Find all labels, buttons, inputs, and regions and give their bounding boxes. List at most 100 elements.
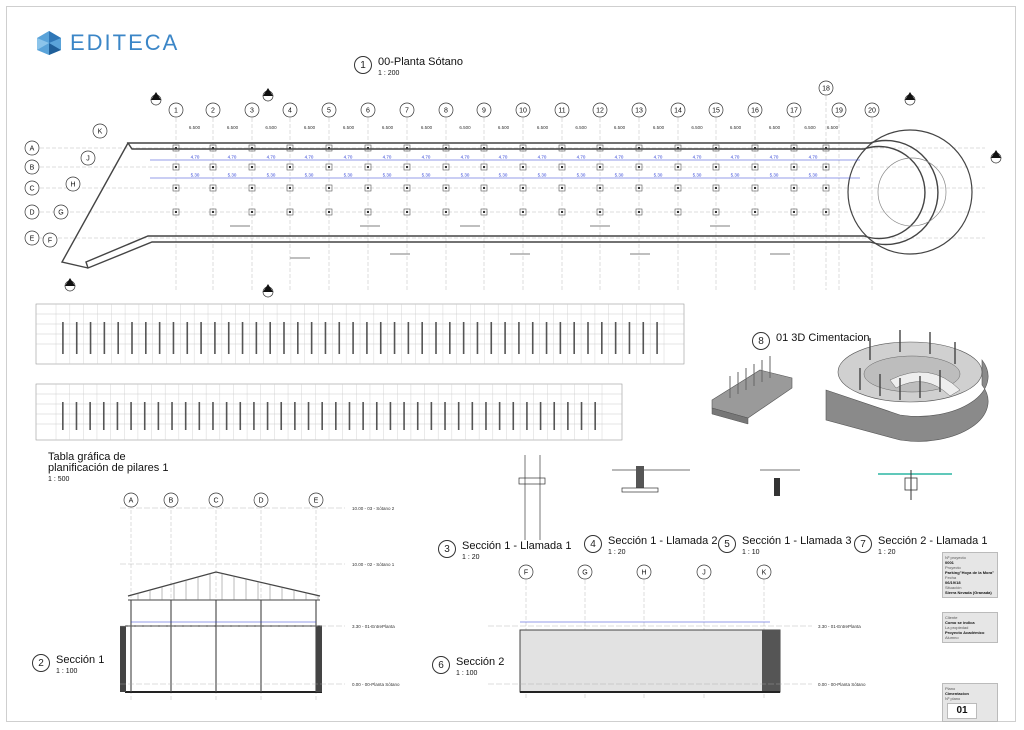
- floor-plan: 16.50026.50036.50046.50056.50066.50076.5…: [24, 80, 1002, 298]
- column: [328, 147, 330, 149]
- footing: [635, 184, 643, 192]
- basement-wall-diagonal: [60, 142, 129, 269]
- schedule-pillar: [324, 322, 327, 354]
- dimension-label: 4.70: [577, 155, 586, 160]
- grid-label: A: [30, 146, 35, 153]
- view-number: 7: [854, 535, 872, 553]
- column: [561, 211, 563, 213]
- column: [367, 166, 369, 168]
- column: [251, 166, 253, 168]
- schedule-pillar: [362, 402, 364, 430]
- dimension-label: 5.30: [770, 173, 779, 178]
- footing: [822, 144, 830, 152]
- dimension-label: 5.30: [809, 173, 818, 178]
- footing: [364, 184, 372, 192]
- footing: [209, 184, 217, 192]
- schedule-pillar: [255, 322, 258, 354]
- title-block-client: Cliente Como se indica La propiedad Proy…: [942, 612, 998, 643]
- column: [715, 147, 717, 149]
- footing: [403, 144, 411, 152]
- grid-label: 15: [712, 108, 720, 115]
- schedule-pillar: [421, 322, 423, 354]
- view-name: Sección 2: [456, 656, 505, 668]
- view-name: Sección 1: [56, 654, 105, 666]
- dimension-label: 6.500: [265, 125, 277, 130]
- footing: [325, 208, 333, 216]
- dimension-label: 4.70: [305, 155, 314, 160]
- schedule-pillar: [253, 402, 255, 430]
- schedule-pillar: [366, 322, 368, 354]
- column: [825, 147, 827, 149]
- detail-callouts: [518, 455, 952, 540]
- column: [175, 187, 177, 189]
- column: [715, 166, 717, 168]
- footing: [790, 144, 798, 152]
- foundation-slab-edge: [711, 407, 749, 425]
- grid-label: 6: [366, 108, 370, 115]
- footing: [172, 144, 180, 152]
- schedule-pillar: [294, 402, 296, 430]
- section-marker-arrow: [991, 150, 1001, 158]
- schedule-pillar: [512, 402, 515, 430]
- footing: [209, 144, 217, 152]
- schedule-pillar: [225, 402, 228, 430]
- column: [251, 147, 253, 149]
- view-number: 6: [432, 656, 450, 674]
- section-marker-arrow: [65, 278, 75, 286]
- schedule-pillar: [375, 402, 378, 430]
- footing: [751, 144, 759, 152]
- column: [212, 147, 214, 149]
- grid-label: J: [702, 570, 706, 577]
- label: Nº plano: [945, 696, 961, 701]
- dimension-label: 5.30: [228, 173, 237, 178]
- schedule-pillar: [145, 322, 147, 354]
- grid-label: H: [70, 182, 75, 189]
- grid-bubble: [577, 564, 593, 580]
- level-label: 10.00 - 03 - Sótano 2: [352, 506, 395, 511]
- schedule-pillar: [389, 402, 392, 430]
- footing: [712, 144, 720, 152]
- schedule-pillar: [186, 322, 189, 354]
- footing: [172, 208, 180, 216]
- section-marker-arrow: [263, 88, 273, 96]
- grid-label: B: [30, 165, 35, 172]
- grid-label: B: [169, 498, 174, 505]
- editeca-logo: EDITECA: [36, 30, 179, 56]
- grid-bubble: [53, 204, 69, 220]
- schedule-pillar: [62, 322, 64, 354]
- schedule-pillar: [416, 402, 419, 430]
- level-label: 3.30 - 01-EntrePlanta: [352, 624, 395, 629]
- schedule-pillar: [642, 322, 645, 354]
- sheet-name: Cimentacion: [945, 691, 970, 696]
- column: [212, 211, 214, 213]
- dimension-label: 5.30: [577, 173, 586, 178]
- schedule-pillar: [239, 402, 242, 430]
- dimension-label: 5.30: [615, 173, 624, 178]
- schedule-pillar: [157, 402, 160, 430]
- grid-label: 20: [868, 108, 876, 115]
- column: [406, 187, 408, 189]
- grid-bubble: [864, 102, 880, 118]
- grid-bubble: [24, 204, 40, 220]
- section-2-ramp-wall: [762, 630, 780, 692]
- view-scale: 1 : 100: [456, 670, 478, 677]
- column: [212, 187, 214, 189]
- dimension-label: 6.500: [804, 125, 816, 130]
- column: [754, 166, 756, 168]
- footing: [519, 163, 527, 171]
- schedule-pillar: [403, 402, 405, 430]
- grid-label: 18: [822, 86, 830, 93]
- schedule-pillar: [130, 402, 132, 430]
- grid-label: G: [58, 210, 63, 217]
- schedule-pillar: [116, 402, 119, 430]
- column: [175, 147, 177, 149]
- grid-bubble: [360, 102, 376, 118]
- schedule-pillar: [580, 402, 583, 430]
- footing: [751, 208, 759, 216]
- footing: [790, 163, 798, 171]
- grid-bubble: [518, 564, 534, 580]
- label: Nº proyecto: [945, 555, 966, 560]
